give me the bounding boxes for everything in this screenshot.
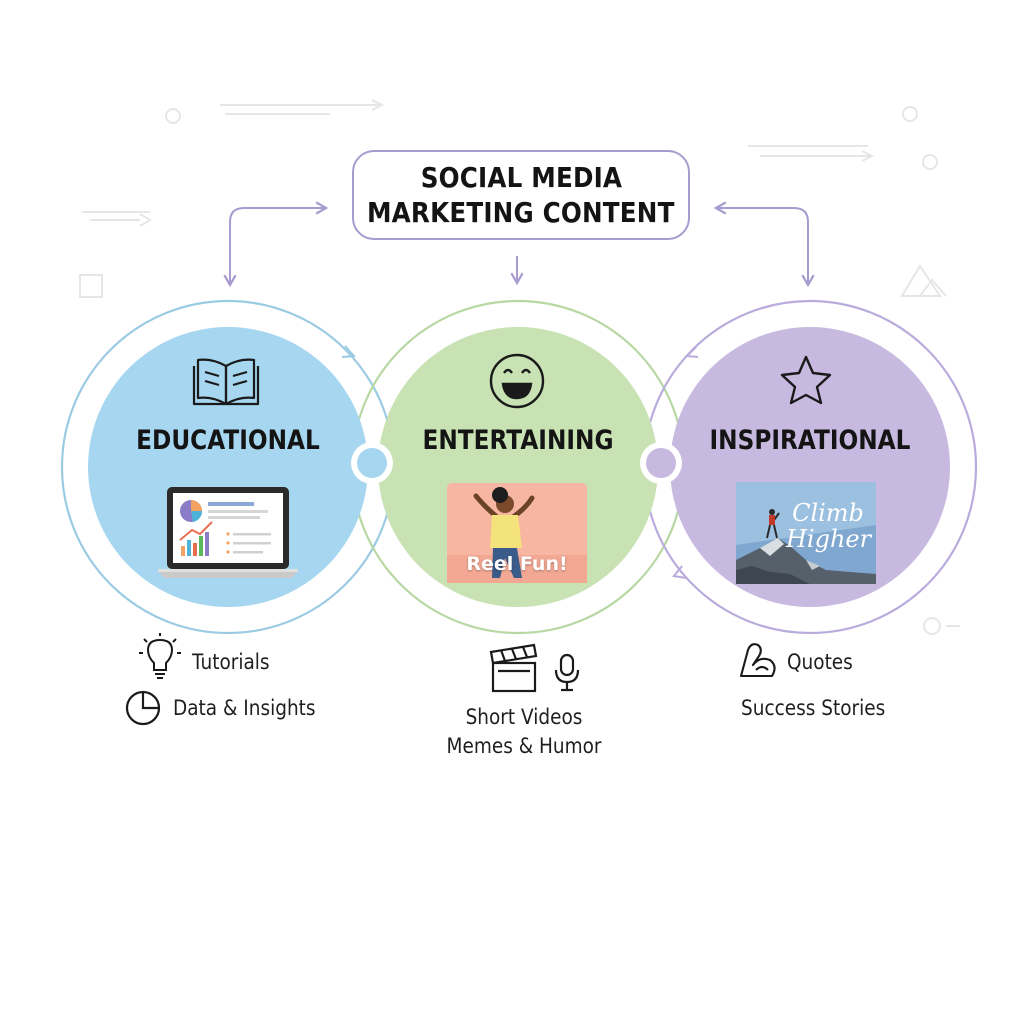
pie-chart-icon (125, 690, 161, 726)
entertaining-label: ENTERTAINING (422, 425, 614, 456)
reel-fun-caption: Reel Fun! (466, 553, 568, 575)
connector-arrows (223, 201, 815, 288)
microphone-icon (554, 653, 580, 692)
laptop-illustration (158, 487, 298, 578)
quotes-item: Quotes (787, 650, 853, 674)
title-box: SOCIAL MEDIA MARKETING CONTENT (352, 150, 690, 240)
mountain-climber-photo (736, 482, 876, 584)
clapperboard-icon (489, 643, 538, 693)
dancing-person-photo (447, 483, 587, 583)
educational-circle (88, 327, 368, 607)
short-videos-item: Short Videos (465, 705, 583, 729)
ring-arrowheads (341, 345, 699, 579)
data-insights-item: Data & Insights (173, 696, 316, 720)
book-icon (192, 358, 260, 406)
title-line-1: SOCIAL MEDIA (420, 161, 622, 194)
climb-higher-caption: Climb Higher (786, 499, 872, 553)
joint-nodes (351, 442, 682, 484)
star-icon (780, 355, 832, 405)
success-stories-item: Success Stories (741, 696, 886, 720)
memes-humor-item: Memes & Humor (446, 734, 602, 758)
background-decorations (79, 99, 960, 635)
laughing-face-icon (489, 353, 545, 409)
educational-label: EDUCATIONAL (136, 425, 320, 456)
flexed-arm-icon (739, 643, 776, 678)
title-line-2: MARKETING CONTENT (367, 196, 675, 229)
tutorials-item: Tutorials (192, 650, 270, 674)
inspirational-label: INSPIRATIONAL (709, 425, 911, 456)
lightbulb-icon (139, 633, 181, 679)
